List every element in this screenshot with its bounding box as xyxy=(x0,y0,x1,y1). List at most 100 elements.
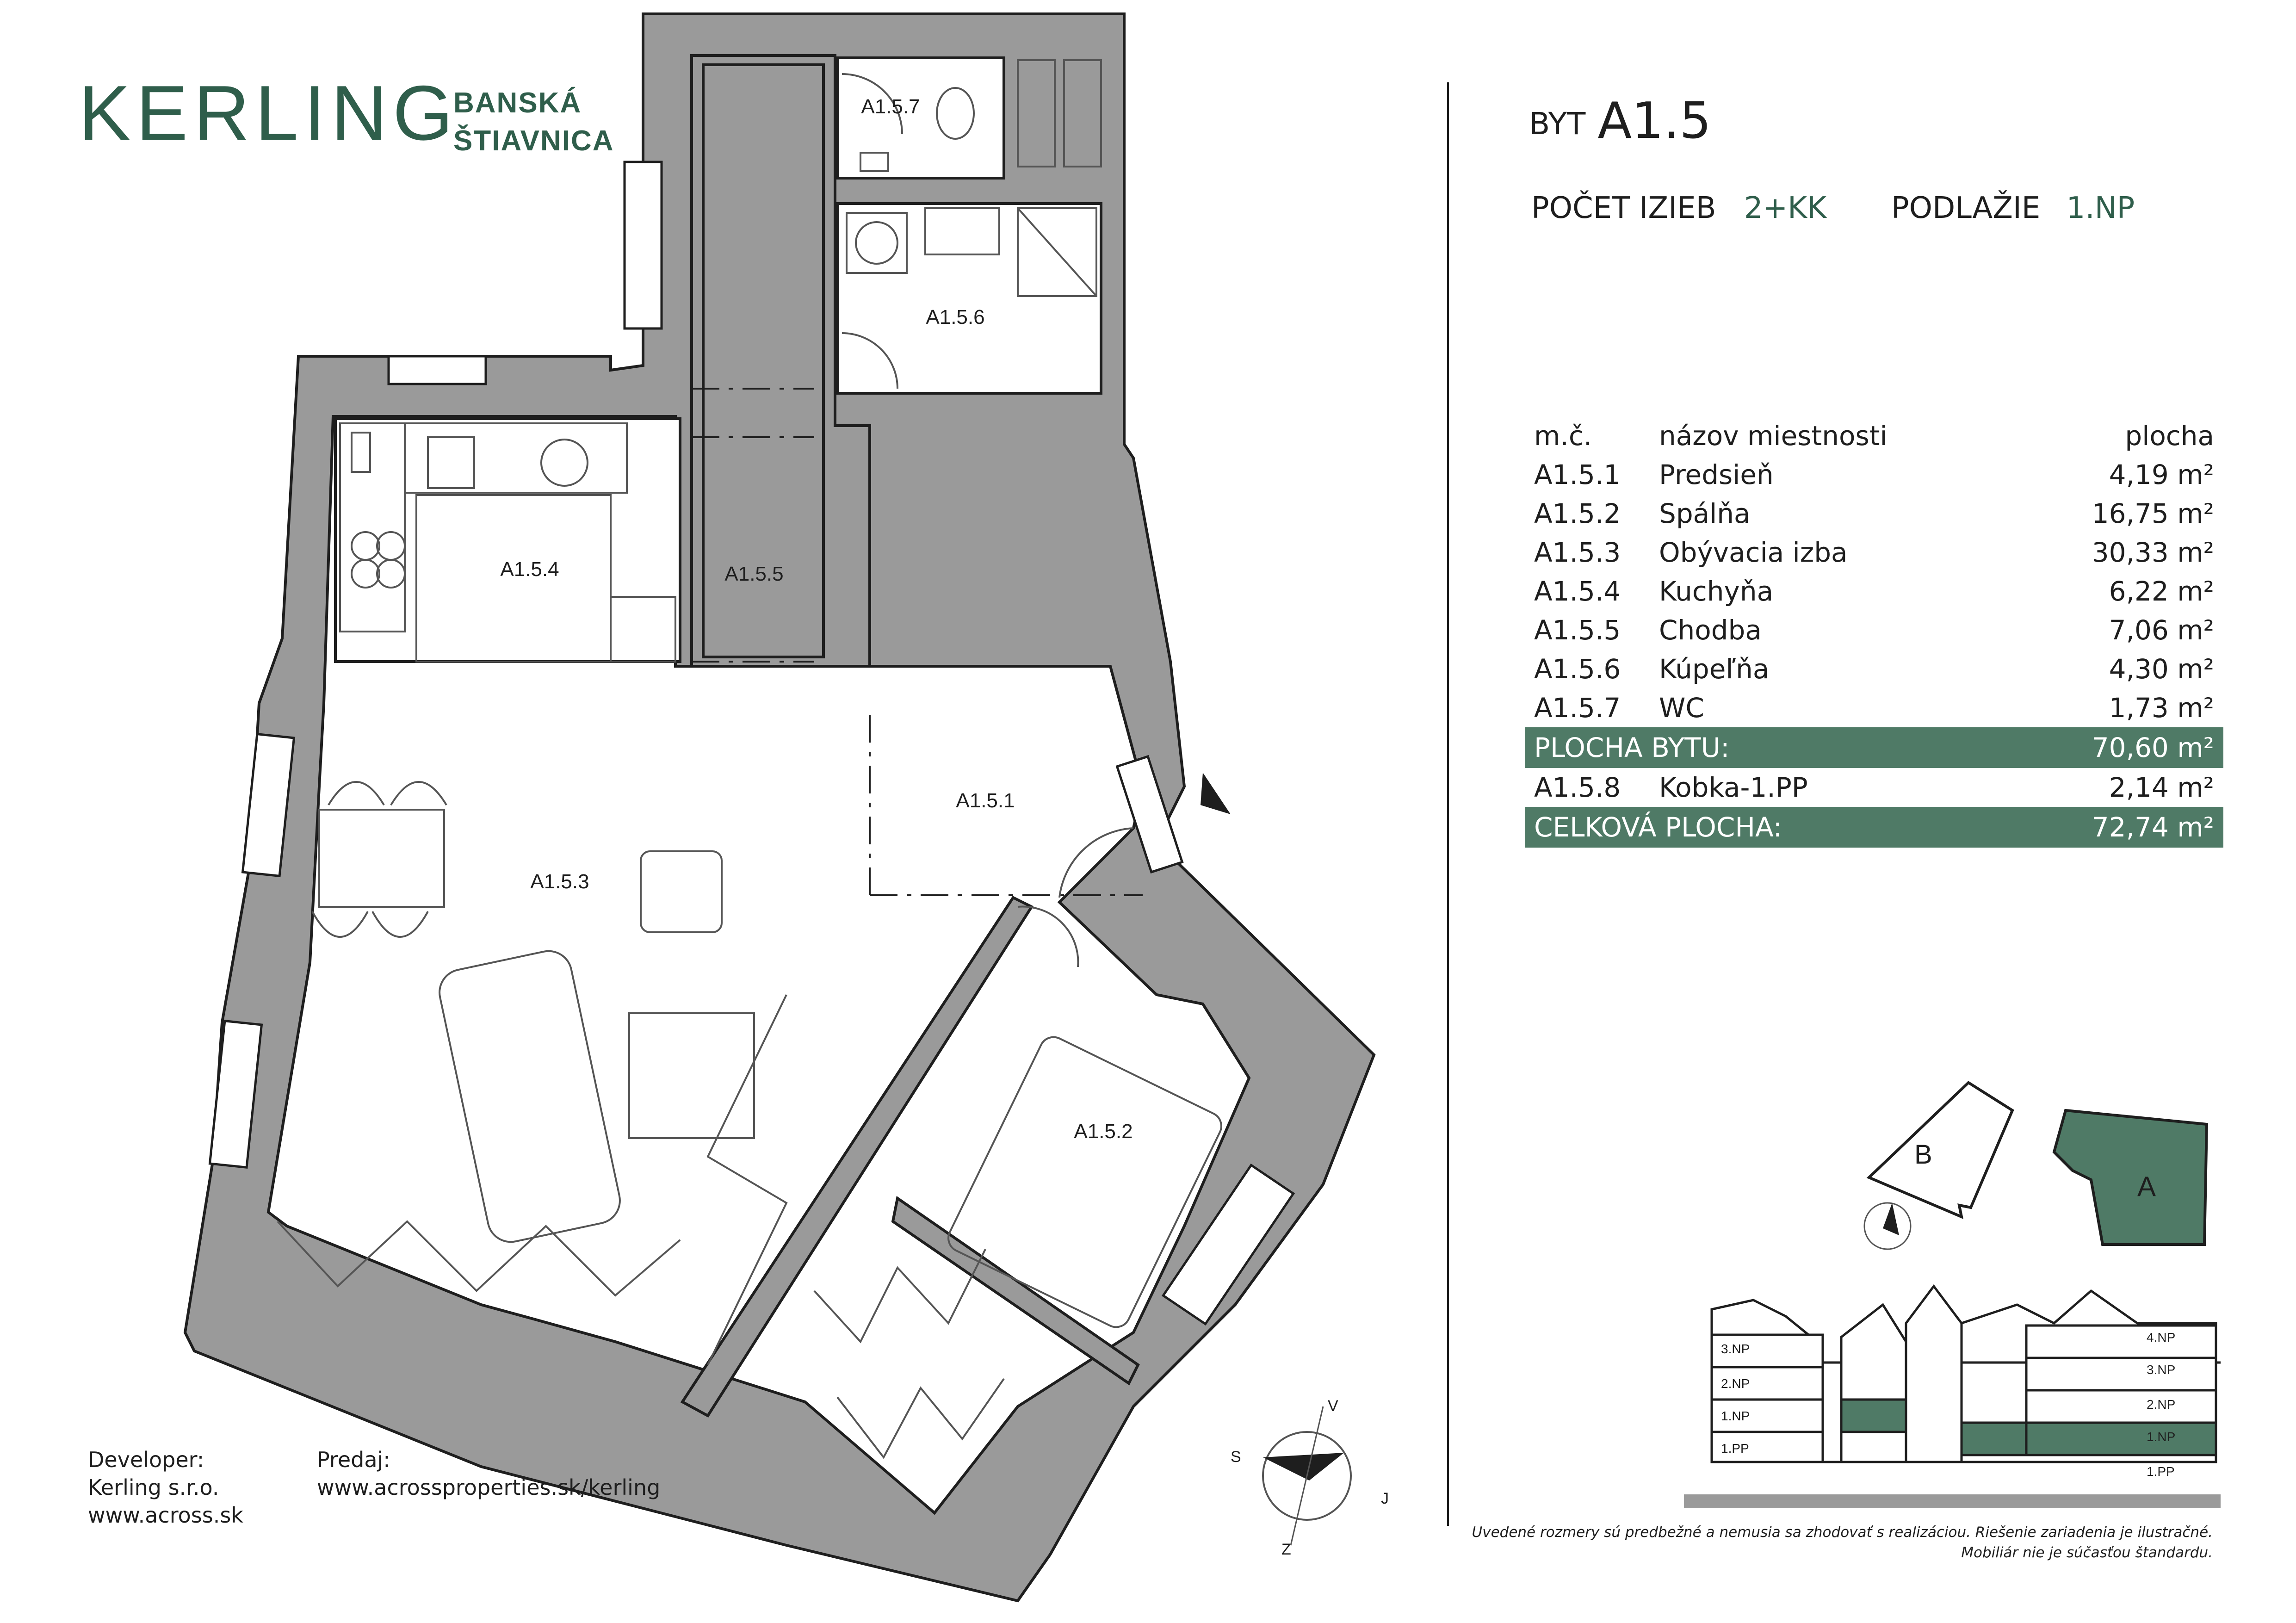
developer-company: Kerling s.r.o. xyxy=(88,1475,219,1500)
compass-needle-icon xyxy=(1263,1453,1344,1481)
floor-plan: A1.5.7 A1.5.6 A1.5.4 A1.5.5 A1.5.1 A1.5.… xyxy=(183,12,1389,1603)
row-name: WC xyxy=(1659,692,1704,724)
row-name: Chodba xyxy=(1659,614,1762,646)
section-right-floor-5: 1.PP xyxy=(2147,1464,2175,1479)
row-no: A1.5.1 xyxy=(1534,459,1621,490)
living-furniture xyxy=(277,781,788,1365)
row-no: A1.5.3 xyxy=(1534,537,1621,568)
row-area: 4,30 m² xyxy=(2109,653,2214,685)
row-no: A1.5.8 xyxy=(1534,772,1621,803)
section-left-floor-2: 2.NP xyxy=(1721,1376,1750,1391)
disclaimer-line2: Mobiliár nie je súčasťou štandardu. xyxy=(1961,1544,2213,1561)
table-row: A1.5.8 Kobka-1.PP 2,14 m² xyxy=(1525,768,2223,807)
row-name: Spálňa xyxy=(1659,498,1751,529)
row-no: A1.5.2 xyxy=(1534,498,1621,529)
apartment-total-label: PLOCHA BYTU: xyxy=(1525,727,2015,768)
table-row: A1.5.1 Predsieň 4,19 m² xyxy=(1525,455,2223,494)
rooms-count-label: POČET IZIEB xyxy=(1531,191,1716,225)
bathroom-fixtures xyxy=(842,59,1102,389)
building-a-label: A xyxy=(2137,1171,2156,1202)
walls xyxy=(183,12,1376,1603)
row-name: Kuchyňa xyxy=(1659,576,1774,607)
brand-location-line2: ŠTIAVNICA xyxy=(453,125,614,157)
sales-info: Predaj: www.acrossproperties.sk/kerling xyxy=(317,1446,660,1501)
room-label-a156: A1.5.6 xyxy=(926,306,984,328)
compass: S V J Z xyxy=(1231,1397,1389,1558)
disclaimer: Uvedené rozmery sú predbežné a nemusia s… xyxy=(1472,1522,2213,1563)
entrance-door xyxy=(1058,827,1134,898)
window-living-1 xyxy=(241,732,296,878)
room-label-a154: A1.5.4 xyxy=(500,558,559,581)
row-no: A1.5.7 xyxy=(1534,692,1621,724)
window-hall xyxy=(623,161,663,330)
grand-total-label: CELKOVÁ PLOCHA: xyxy=(1525,807,2015,848)
section-left-floor-3: 1.NP xyxy=(1721,1409,1750,1423)
site-compass-ring xyxy=(1863,1202,1912,1250)
developer-web[interactable]: www.across.sk xyxy=(88,1503,243,1528)
table-row: A1.5.2 Spálňa 16,75 m² xyxy=(1525,494,2223,533)
header-no: m.č. xyxy=(1534,420,1592,452)
building-b-label: B xyxy=(1914,1140,1932,1170)
row-area: 7,06 m² xyxy=(2109,614,2214,646)
brand-location: BANSKÁ ŠTIAVNICA xyxy=(453,84,614,160)
table-row: A1.5.5 Chodba 7,06 m² xyxy=(1525,611,2223,650)
windows xyxy=(208,161,1295,1326)
table-header: m.č. názov miestnosti plocha xyxy=(1525,416,2223,455)
rooms-count: POČET IZIEB 2+KK xyxy=(1531,193,1826,223)
table-row: A1.5.6 Kúpeľňa 4,30 m² xyxy=(1525,650,2223,688)
apartment-total-row: PLOCHA BYTU: 70,60 m² xyxy=(1525,727,2223,768)
section-right-floor-4: 1.NP xyxy=(2147,1430,2175,1444)
table-row: A1.5.7 WC 1,73 m² xyxy=(1525,688,2223,727)
sales-web[interactable]: www.acrossproperties.sk/kerling xyxy=(317,1475,661,1500)
bedroom-wall xyxy=(680,896,1034,1418)
apartment-total-area: 70,60 m² xyxy=(2015,727,2223,768)
grand-total-row: CELKOVÁ PLOCHA: 72,74 m² xyxy=(1525,807,2223,848)
table-row: A1.5.3 Obývacia izba 30,33 m² xyxy=(1525,533,2223,572)
section-right-floor-2: 3.NP xyxy=(2147,1363,2175,1377)
brand-location-line1: BANSKÁ xyxy=(453,87,582,119)
building-b xyxy=(1866,1081,2014,1219)
room-labels: A1.5.7 A1.5.6 A1.5.4 A1.5.5 A1.5.1 A1.5.… xyxy=(500,95,1133,1143)
developer-label: Developer: xyxy=(88,1447,204,1472)
floor-label: PODLAŽIE xyxy=(1891,191,2041,225)
header-name: názov miestnosti xyxy=(1659,420,1888,452)
panel-divider xyxy=(1447,82,1449,1526)
section-left-floor-4: 1.PP xyxy=(1721,1441,1749,1456)
apartment-id: A1.5 xyxy=(1597,92,1711,150)
row-no: A1.5.6 xyxy=(1534,653,1621,685)
kitchen-room xyxy=(334,417,681,663)
table-row: A1.5.4 Kuchyňa 6,22 m² xyxy=(1525,572,2223,611)
window-top-left xyxy=(387,355,487,385)
window-bedroom xyxy=(1161,1163,1295,1326)
section-right-floor-3: 2.NP xyxy=(2147,1397,2175,1412)
disclaimer-line1: Uvedené rozmery sú predbežné a nemusia s… xyxy=(1472,1524,2213,1541)
grand-total-area: 72,74 m² xyxy=(2015,807,2223,848)
developer-info: Developer: Kerling s.r.o. www.across.sk xyxy=(88,1446,243,1529)
apartment-label: BYT xyxy=(1529,106,1586,142)
row-area: 1,73 m² xyxy=(2109,692,2214,724)
room-label-a155: A1.5.5 xyxy=(724,563,783,585)
section-outline xyxy=(1710,1299,2217,1463)
row-no: A1.5.5 xyxy=(1534,614,1621,646)
row-name: Predsieň xyxy=(1659,459,1774,490)
site-diagram: B A 3.NP 2.NP 1.NP 1.PP 4.NP 3.NP 2.NP 1… xyxy=(1684,1081,2221,1508)
row-name: Kobka-1.PP xyxy=(1659,772,1808,803)
brand-logo: KERLING xyxy=(79,69,459,156)
row-name: Kúpeľňa xyxy=(1659,653,1770,685)
kitchen-furniture xyxy=(339,422,676,663)
row-area: 4,19 m² xyxy=(2109,459,2214,490)
section-right-floor-1: 4.NP xyxy=(2147,1330,2175,1344)
wc-room xyxy=(836,56,1005,180)
sales-label: Predaj: xyxy=(317,1447,390,1472)
room-label-a152: A1.5.2 xyxy=(1074,1120,1133,1143)
wardrobe-wall xyxy=(891,1196,1140,1386)
section-left-floor-1: 3.NP xyxy=(1721,1342,1750,1356)
row-name: Obývacia izba xyxy=(1659,537,1848,568)
room-label-a157: A1.5.7 xyxy=(861,95,920,118)
building-a xyxy=(2052,1109,2209,1246)
row-area: 30,33 m² xyxy=(2092,537,2214,568)
row-area: 2,14 m² xyxy=(2109,772,2214,803)
room-label-a153: A1.5.3 xyxy=(530,870,589,893)
compass-v: V xyxy=(1328,1397,1338,1415)
